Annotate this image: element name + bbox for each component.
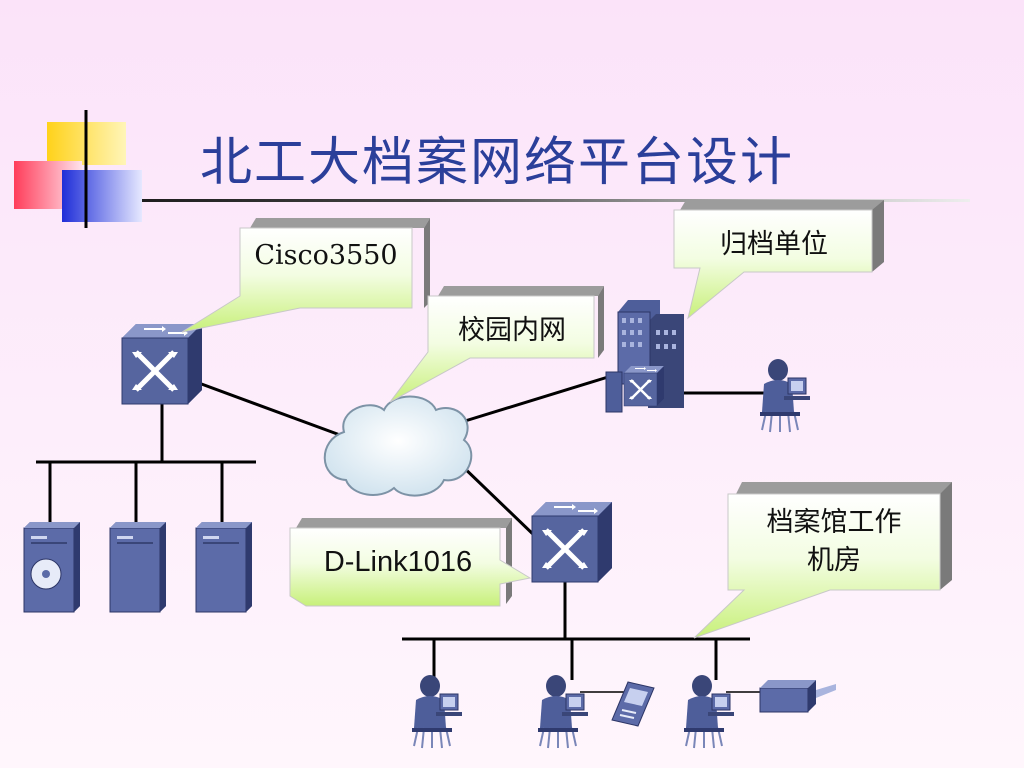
cisco-switch-icon xyxy=(122,324,202,404)
server-tower-icon xyxy=(195,521,253,613)
callout-archive-unit-label: 归档单位 xyxy=(720,229,828,260)
building-switch-icon xyxy=(622,364,666,408)
callout-archive-room-label: 档案馆工作 机房 xyxy=(736,504,932,580)
cdrom-server-icon xyxy=(23,521,81,613)
page-title: 北工大档案网络平台设计 xyxy=(200,133,795,193)
user-workstation-icon xyxy=(759,358,811,433)
user-workstation-icon xyxy=(537,674,589,749)
user-workstation-icon xyxy=(411,674,463,749)
callout-campus-label: 校园内网 xyxy=(458,315,566,346)
title-divider xyxy=(52,199,970,202)
callout-cisco-label: Cisco3550 xyxy=(254,240,398,271)
callout-archive-room-line1: 档案馆工作 xyxy=(766,507,902,538)
callout-cisco xyxy=(181,218,430,333)
decorative-logo-squares xyxy=(14,110,142,228)
campus-network-cloud-icon xyxy=(323,395,473,497)
callout-dlink xyxy=(289,518,532,607)
callout-campus xyxy=(389,286,604,403)
callout-archive-room-line2: 机房 xyxy=(807,545,861,576)
printer-icon xyxy=(759,680,836,713)
handheld-device-icon xyxy=(611,681,655,727)
callout-archive-unit xyxy=(673,200,884,320)
server-tower-icon xyxy=(109,521,167,613)
callout-archive-room xyxy=(693,482,952,639)
user-workstation-icon xyxy=(683,674,735,749)
dlink-switch-icon xyxy=(532,502,612,582)
callout-dlink-label: D-Link1016 xyxy=(323,546,473,578)
